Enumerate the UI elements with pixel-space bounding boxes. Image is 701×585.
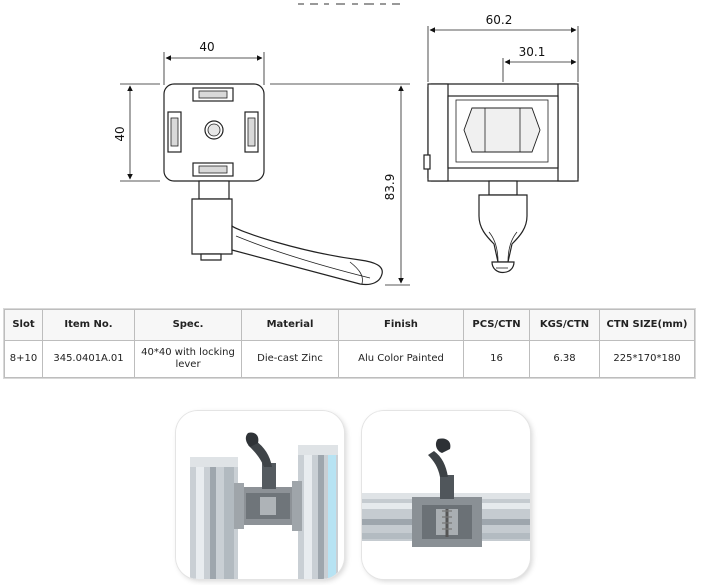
cell-finish: Alu Color Painted: [338, 340, 464, 378]
header-finish: Finish: [338, 309, 464, 341]
cell-spec: 40*40 with locking lever: [134, 340, 242, 378]
header-kgs-ctn: KGS/CTN: [529, 309, 600, 341]
header-slot: Slot: [4, 309, 43, 341]
side-view: [423, 26, 579, 274]
header-ctn-size: CTN SIZE(mm): [599, 309, 695, 341]
cell-slot: 8+10: [4, 340, 43, 378]
dim-total-height: 83.9: [383, 174, 397, 201]
dim-front-height: 40: [113, 126, 127, 141]
cell-material: Die-cast Zinc: [241, 340, 339, 378]
table-header-row: Slot Item No. Spec. Material Finish PCS/…: [4, 309, 695, 341]
cell-kgs-ctn: 6.38: [529, 340, 600, 378]
header-spec: Spec.: [134, 309, 242, 341]
front-view: [120, 52, 410, 286]
technical-drawing: 40 40 83.9 60.2 30.1: [113, 2, 579, 286]
dim-front-width: 40: [199, 40, 214, 54]
product-photo-vertical: [176, 411, 344, 579]
cell-item-no: 345.0401A.01: [42, 340, 135, 378]
header-pcs-ctn: PCS/CTN: [463, 309, 530, 341]
header-material: Material: [241, 309, 339, 341]
dim-side-half: 30.1: [519, 45, 546, 59]
table-row: 8+10 345.0401A.01 40*40 with locking lev…: [4, 340, 695, 378]
cell-pcs-ctn: 16: [463, 340, 530, 378]
cell-ctn-size: 225*170*180: [599, 340, 695, 378]
dim-side-width: 60.2: [486, 13, 513, 27]
spec-table: Slot Item No. Spec. Material Finish PCS/…: [4, 309, 695, 378]
cut-title-fragment: [296, 2, 404, 8]
header-item-no: Item No.: [42, 309, 135, 341]
product-photo-horizontal: [362, 411, 530, 579]
